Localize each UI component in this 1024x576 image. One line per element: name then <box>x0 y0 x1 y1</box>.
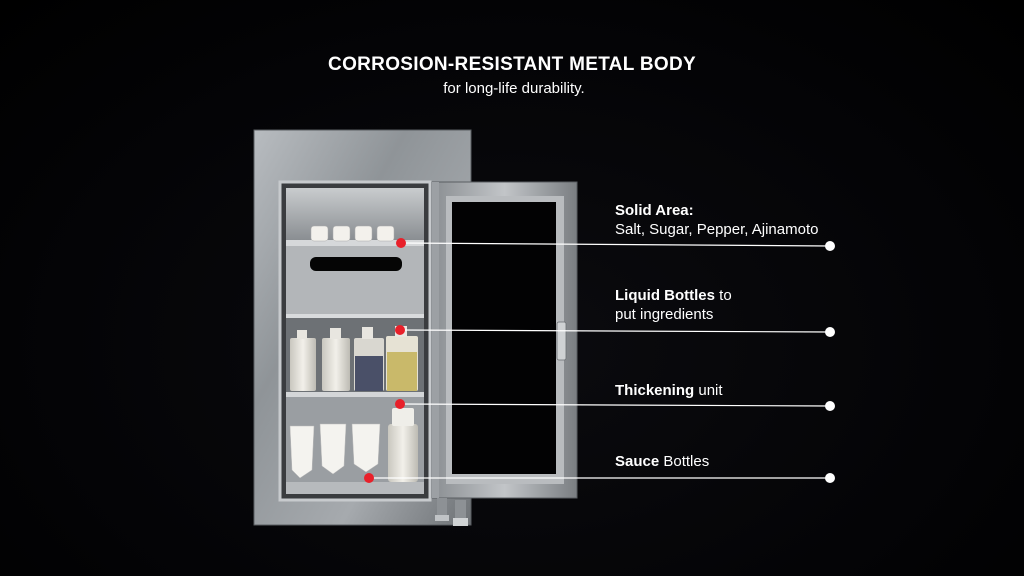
marker-dots <box>364 238 406 483</box>
end-dots <box>825 241 835 483</box>
callout-liquid-bottles-detail: put ingredients <box>615 306 714 323</box>
thickening-unit-marker <box>395 399 405 409</box>
callout-solid-area-title: Solid Area: <box>615 202 694 219</box>
sauce-bottles-end-dot <box>825 473 835 483</box>
solid-area-compartment <box>286 188 424 318</box>
headline: CORROSION-RESISTANT METAL BODY <box>328 54 696 75</box>
glass-door <box>431 181 578 499</box>
liquid-bottles-marker <box>395 325 405 335</box>
callout-solid-area-detail: Salt, Sugar, Pepper, Ajinamoto <box>615 221 819 238</box>
sauce-compartment <box>286 397 424 494</box>
thickening-unit-end-dot <box>825 401 835 411</box>
subheadline: for long-life durability. <box>443 80 585 97</box>
callout-sauce-bottles: Sauce Bottles <box>615 453 710 470</box>
leader-lines <box>369 242 831 479</box>
callout-thickening-unit: Thickening unit <box>615 382 723 399</box>
solid-area-end-dot <box>825 241 835 251</box>
callout-sauce-bottles-title: Sauce <box>615 453 660 470</box>
callout-solid-area: Solid Area: Salt, Sugar, Pepper, Ajinamo… <box>615 201 818 239</box>
sauce-bottles-marker <box>364 473 374 483</box>
callout-thickening-unit-title: Thickening <box>615 382 695 399</box>
liquid-bottles-end-dot <box>825 327 835 337</box>
callout-liquid-bottles-title: Liquid Bottles <box>615 287 715 304</box>
callout-liquid-bottles: Liquid Bottles to put ingredients <box>615 287 732 323</box>
outlet-nozzles <box>435 498 468 526</box>
spice-cups <box>310 225 395 242</box>
solid-area-marker <box>396 238 406 248</box>
